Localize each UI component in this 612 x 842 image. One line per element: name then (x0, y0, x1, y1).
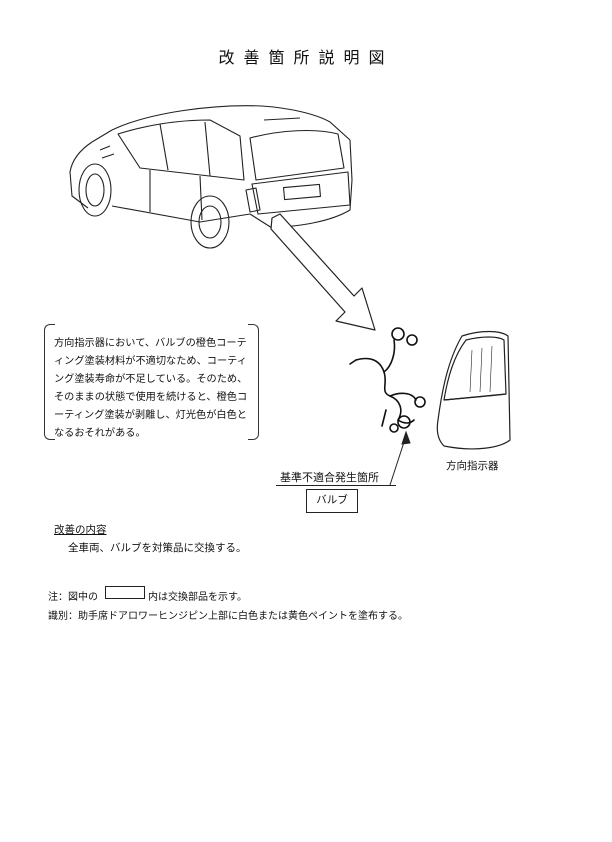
legend-box-sample (105, 586, 145, 599)
pointer-arrow (270, 213, 376, 331)
defect-description-line: ング塗装寿命が不足している。そのため、 (54, 374, 248, 385)
improvement-heading: 改善の内容 (54, 524, 107, 536)
page-title: 改善箇所説明図 (218, 48, 394, 67)
defect-description-line: 方向指示器において、バルブの橙色コーテ (54, 338, 247, 349)
lamp-label: 方向指示器 (446, 460, 499, 472)
car-illustration (69, 105, 353, 249)
improvement-body: 全車両、バルブを対策品に交換する。 (68, 542, 247, 554)
note-bracket-right (248, 324, 259, 440)
defect-description: 方向指示器において、バルブの橙色コーテ ィング塗装材料が不適切なため、コーティ … (46, 326, 257, 439)
defect-description-line: なるおそれがある。 (54, 428, 146, 439)
legend-note-suffix: 内は交換部品を示す。 (148, 592, 247, 603)
defect-description-line: そのままの状態で使用を続けると、橙色コ (54, 392, 248, 403)
identification-note: 識別：助手席ドアロワーヒンジピン上部に白色または黄色ペイントを塗布する。 (48, 611, 408, 622)
note-bracket-left (44, 324, 55, 440)
legend-note-prefix: 注：図中の (48, 592, 98, 603)
turn-signal-lamp (436, 330, 511, 450)
defect-description-line: ーティング塗装が剥離し、灯光色が白色と (54, 410, 247, 421)
defect-description-line: ィング塗装材料が不適切なため、コーティ (54, 356, 247, 367)
defect-spot-underline (276, 485, 396, 486)
part-label: バルブ (316, 494, 348, 506)
defect-spot-label: 基準不適合発生箇所 (280, 471, 379, 484)
leader-arrow (389, 430, 411, 486)
replacement-part-box (306, 489, 358, 513)
bulb-harness (349, 327, 426, 433)
